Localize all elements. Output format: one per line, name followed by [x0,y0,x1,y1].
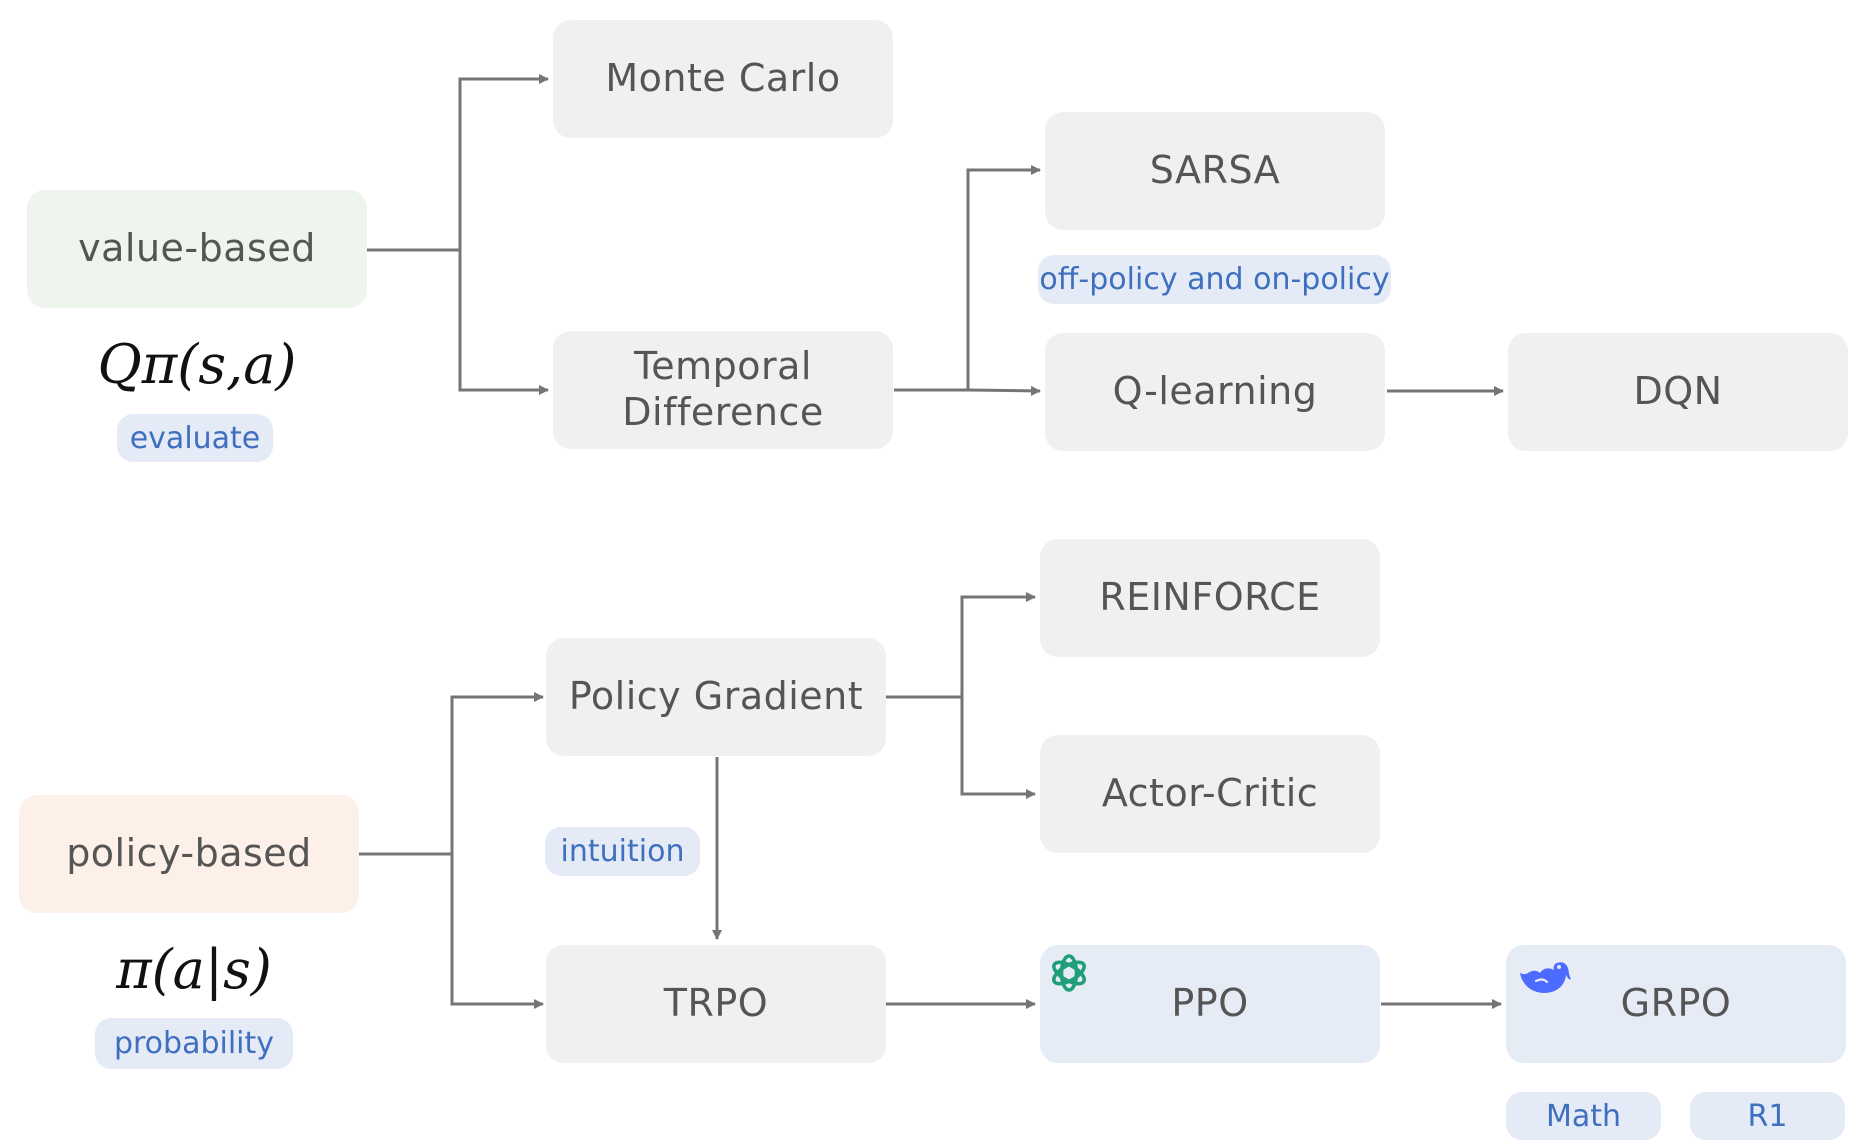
arrow-td-to-qlearning [967,385,1041,396]
arrow-value-to-montecarlo [367,74,549,252]
arrow-policy-to-pg [359,692,544,856]
sarsa-node: SARSA [1045,112,1385,230]
trpo-node: TRPO [546,945,886,1063]
openai-logo-icon [1052,954,1086,992]
probability-tag: probability [95,1018,293,1069]
monte-carlo-node: Monte Carlo [553,20,893,138]
dqn-node: DQN [1508,333,1848,451]
math-tag-label: Math [1545,1098,1622,1134]
policy-based-label: policy-based [66,831,312,876]
reinforce-label: REINFORCE [1099,575,1321,620]
probability-tag-label: probability [113,1026,275,1061]
temporal-difference-node: Temporal Difference [553,331,893,449]
evaluate-tag: evaluate [117,414,273,462]
arrow-pg-to-reinforce [886,592,1036,699]
temporal-difference-label: Temporal Difference [622,344,824,434]
value-based-node: value-based [27,190,367,308]
policy-formula-text: π(a|s) [116,937,272,1001]
actor-critic-node: Actor-Critic [1040,735,1380,853]
deepseek-whale-icon [1520,962,1571,993]
policy-gradient-node: Policy Gradient [546,638,886,756]
off-on-policy-tag-label: off-policy and on-policy [1039,262,1390,297]
policy-based-node: policy-based [19,795,359,913]
r1-tag-label: R1 [1747,1098,1788,1134]
sarsa-label: SARSA [1149,148,1281,193]
value-formula: Qπ(s,a) [27,327,367,401]
ppo-node: PPO [1040,945,1380,1063]
monte-carlo-label: Monte Carlo [605,56,841,101]
evaluate-tag-label: evaluate [129,420,261,456]
arrow-value-to-td [458,250,549,395]
arrow-td-to-sarsa [894,165,1041,392]
off-on-policy-tag: off-policy and on-policy [1038,255,1391,304]
r1-tag: R1 [1690,1092,1845,1140]
value-formula-text: Qπ(s,a) [97,332,297,396]
dqn-label: DQN [1633,369,1723,414]
value-based-label: value-based [78,226,316,271]
grpo-label: GRPO [1620,981,1732,1026]
q-learning-label: Q-learning [1112,369,1318,414]
intuition-tag: intuition [545,827,700,876]
q-learning-node: Q-learning [1045,333,1385,451]
intuition-tag-label: intuition [560,834,685,869]
ppo-label: PPO [1171,981,1249,1026]
reinforce-node: REINFORCE [1040,539,1380,657]
grpo-node: GRPO [1506,945,1846,1063]
arrow-policy-to-trpo [450,854,544,1009]
policy-gradient-label: Policy Gradient [568,674,864,719]
policy-formula: π(a|s) [19,932,369,1006]
arrow-pg-to-actorcritic [960,697,1036,799]
actor-critic-label: Actor-Critic [1101,771,1319,816]
math-tag: Math [1506,1092,1661,1140]
trpo-label: TRPO [663,981,769,1026]
